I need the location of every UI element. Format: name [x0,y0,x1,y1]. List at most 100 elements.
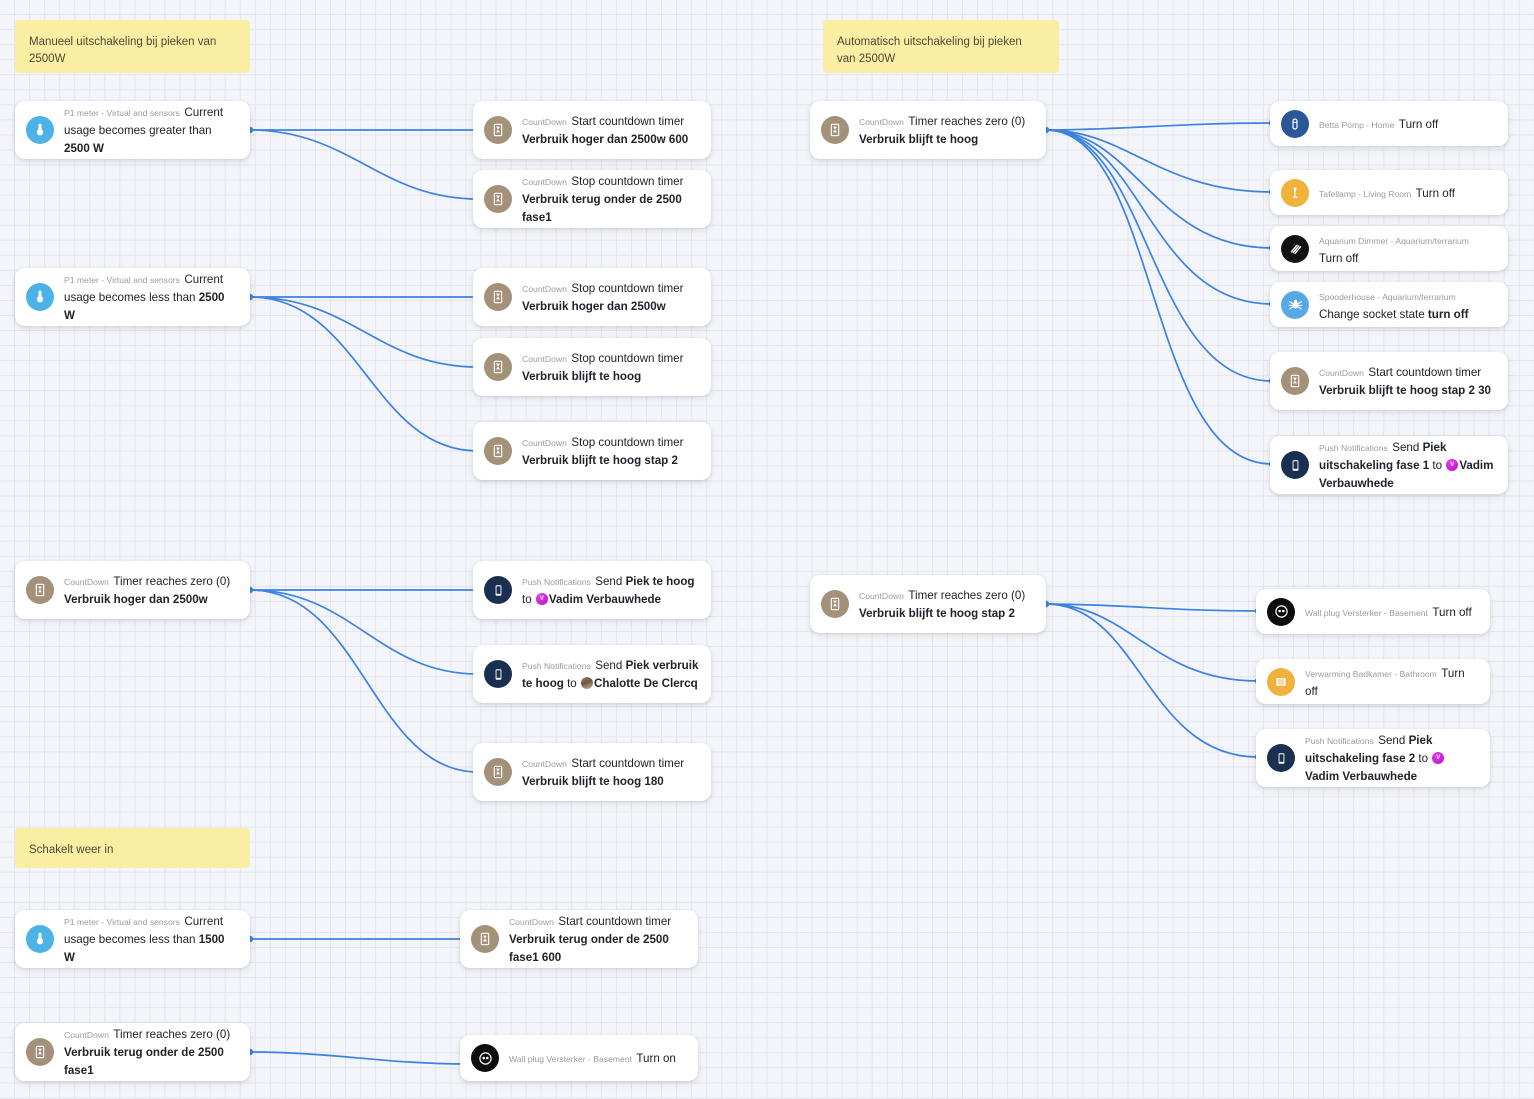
hourglass-icon [1281,367,1309,395]
card-subtitle: CountDown [522,354,567,364]
note-automatisch[interactable]: Automatisch uitschakeling bij pieken van… [823,20,1059,73]
recipient-avatar [580,677,593,689]
card-title: Current usage becomes greater than 2500 … [64,106,224,155]
card-subtitle: CountDown [522,117,567,127]
card-subtitle: Betta Pomp - Home [1319,119,1395,130]
card-trigger-timer-zero-terug-onder-fase1[interactable]: CountDown Timer reaches zero (0) Verbrui… [15,1023,250,1081]
spider-icon [1281,290,1309,319]
card-device-spooderhouse[interactable]: Spooderhouse - Aquarium/terrarium Change… [1270,282,1508,327]
card-title: Timer reaches zero (0) Verbruik blijft t… [859,589,1026,620]
card-trigger-usage-less-1500[interactable]: P1 meter - Virtual and sensors Current u… [15,910,250,968]
card-subtitle: P1 meter - Virtual and sensors [64,275,180,285]
note-schakelt-weer-in[interactable]: Schakelt weer in [15,828,250,868]
card-subtitle: Wall plug Versterker - Basement [509,1054,632,1064]
card-action-stop-blijft-te-hoog-stap2[interactable]: CountDown Stop countdown timer Verbruik … [473,422,711,480]
card-action-stop-hoger-2500w[interactable]: CountDown Stop countdown timer Verbruik … [473,268,711,326]
hourglass-icon [484,437,512,465]
card-subtitle: P1 meter - Virtual and sensors [64,108,180,118]
hourglass-icon [484,758,512,786]
card-trigger-usage-greater-2500[interactable]: P1 meter - Virtual and sensors Current u… [15,101,250,159]
card-title: Timer reaches zero (0) Verbruik hoger da… [64,575,231,606]
card-action-push-piek-te-hoog[interactable]: Push Notifications Send Piek te hoog to … [473,561,711,619]
card-device-aquarium-dimmer[interactable]: Aquarium Dimmer - Aquarium/terrarium Tur… [1270,226,1508,271]
card-subtitle: P1 meter - Virtual and sensors [64,917,180,927]
card-title: Turn off [1305,666,1465,698]
card-subtitle: Tafellamp - Living Room [1319,188,1412,199]
recipient-avatar: V [535,593,548,605]
card-subtitle: Push Notifications [522,661,591,671]
p1-meter-icon [26,116,54,144]
card-title: Send Piek verbruik te hoog to Chalotte D… [522,659,699,690]
card-title: Turn off [1432,605,1472,619]
p1-meter-icon [26,283,54,311]
card-title: Turn on [636,1052,676,1065]
card-device-verwarming-badkamer[interactable]: Verwarming Badkamer - Bathroom Turn off [1256,659,1490,704]
card-action-push-uitschakeling-fase2[interactable]: Push Notifications Send Piek uitschakeli… [1256,729,1490,787]
hourglass-icon [484,353,512,381]
card-title: Stop countdown timer Verbruik terug onde… [522,175,684,224]
note-automatisch-text: Automatisch uitschakeling bij pieken van… [837,36,1022,65]
card-title: Turn off [1398,117,1439,131]
card-title: Start countdown timer Verbruik blijft te… [1319,366,1492,397]
phone-icon [484,660,512,688]
card-subtitle: Spooderhouse - Aquarium/terrarium [1319,291,1456,302]
card-subtitle: CountDown [522,284,567,294]
card-subtitle: CountDown [509,917,554,927]
card-subtitle: CountDown [1319,368,1364,378]
card-action-push-uitschakeling-fase1[interactable]: Push Notifications Send Piek uitschakeli… [1270,436,1508,494]
card-trigger-timer-zero-blijft-te-hoog[interactable]: CountDown Timer reaches zero (0) Verbrui… [810,101,1046,159]
hourglass-icon [821,590,849,618]
card-device-wall-plug-versterker-off[interactable]: Wall plug Versterker - Basement Turn off [1256,589,1490,634]
card-device-tafellamp[interactable]: Tafellamp - Living Room Turn off [1270,170,1508,215]
card-title: Stop countdown timer Verbruik blijft te … [522,436,684,467]
card-title: Stop countdown timer Verbruik hoger dan … [522,282,684,313]
card-device-betta-pomp[interactable]: Betta Pomp - Home Turn off [1270,101,1508,146]
note-schakelt-text: Schakelt weer in [29,844,114,856]
hourglass-icon [26,576,54,604]
card-subtitle: CountDown [522,177,567,187]
phone-icon [1267,744,1295,772]
wallplug-icon [471,1044,499,1072]
card-title: Turn off [1319,251,1359,265]
hourglass-icon [471,925,499,953]
card-title: Start countdown timer Verbruik terug ond… [509,915,672,964]
radiator-icon [1267,667,1295,696]
card-action-start-terug-onder-fase1-600[interactable]: CountDown Start countdown timer Verbruik… [460,910,698,968]
card-subtitle: Verwarming Badkamer - Bathroom [1305,668,1437,679]
card-title: Current usage becomes less than 2500 W [64,273,225,322]
pump-icon [1281,109,1309,138]
card-action-start-hoger-2500w-600[interactable]: CountDown Start countdown timer Verbruik… [473,101,711,159]
card-subtitle: CountDown [859,117,904,127]
hourglass-icon [484,185,512,213]
card-action-stop-terug-onder-fase1[interactable]: CountDown Stop countdown timer Verbruik … [473,170,711,228]
lamp-icon [1281,178,1309,207]
hourglass-icon [484,116,512,144]
hourglass-icon [484,283,512,311]
card-trigger-timer-zero-hoger-2500w[interactable]: CountDown Timer reaches zero (0) Verbrui… [15,561,250,619]
card-action-stop-blijft-te-hoog[interactable]: CountDown Stop countdown timer Verbruik … [473,338,711,396]
card-title: Turn off [1415,186,1455,200]
card-subtitle: Push Notifications [522,577,591,587]
card-title: Current usage becomes less than 1500 W [64,915,225,964]
card-subtitle: Aquarium Dimmer - Aquarium/terrarium [1319,235,1469,246]
card-trigger-timer-zero-blijft-te-hoog-stap2[interactable]: CountDown Timer reaches zero (0) Verbrui… [810,575,1046,633]
recipient-avatar: V [1446,459,1459,471]
card-action-start-blijft-te-hoog-stap2-30[interactable]: CountDown Start countdown timer Verbruik… [1270,352,1508,410]
card-trigger-usage-less-2500[interactable]: P1 meter - Virtual and sensors Current u… [15,268,250,326]
card-subtitle: CountDown [522,759,567,769]
card-action-start-blijft-te-hoog-180[interactable]: CountDown Start countdown timer Verbruik… [473,743,711,801]
wallplug-icon [1267,597,1295,626]
card-title: Start countdown timer Verbruik hoger dan… [522,115,689,146]
card-subtitle: CountDown [64,1030,109,1040]
phone-icon [1281,451,1309,479]
card-device-wall-plug-versterker-on[interactable]: Wall plug Versterker - Basement Turn on [460,1035,698,1081]
card-subtitle: CountDown [859,591,904,601]
note-manueel[interactable]: Manueel uitschakeling bij pieken van 250… [15,20,250,73]
card-title: Start countdown timer Verbruik blijft te… [522,757,685,788]
card-subtitle: Push Notifications [1305,736,1374,746]
hourglass-icon [821,116,849,144]
card-action-push-piek-verbruik-te-hoog[interactable]: Push Notifications Send Piek verbruik te… [473,645,711,703]
